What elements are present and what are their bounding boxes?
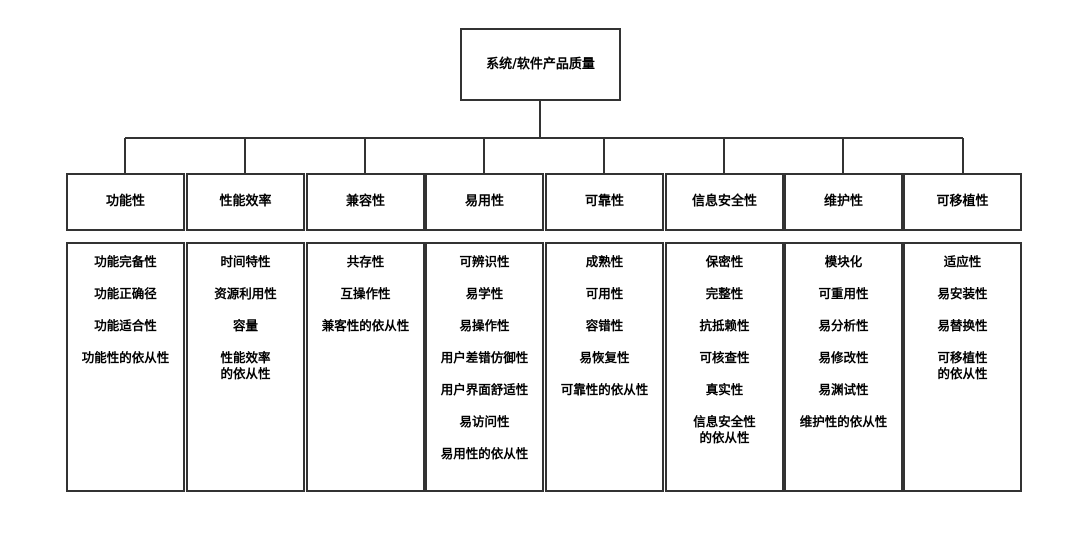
subitem: 功能性的依从性 (81, 350, 170, 365)
subitem: 容错性 (585, 318, 624, 333)
subitem: 保密性 (705, 254, 744, 269)
subitem: 共存性 (346, 254, 385, 269)
subitem: 容量 (232, 318, 258, 333)
category-label: 可靠性 (584, 194, 624, 209)
subitem: 功能完备性 (94, 254, 157, 269)
category-label: 维护性 (823, 194, 863, 209)
subitems-portability: 适应性 易安装性 易替换性 可移植性 的依从性 (903, 242, 1022, 492)
subitem: 互操作性 (340, 286, 391, 301)
category-label: 性能效率 (219, 194, 272, 209)
category-label: 兼容性 (345, 194, 385, 209)
category-reliability: 可靠性 (545, 173, 664, 231)
subitem: 性能效率 的依从性 (220, 350, 271, 381)
subitem: 兼客性的依从性 (321, 318, 410, 333)
category-compatibility: 兼容性 (306, 173, 425, 231)
root-node-label: 系统/软件产品质量 (486, 56, 595, 72)
subitems-maintainability: 模块化 可重用性 易分析性 易修改性 易渊试性 维护性的依从性 (784, 242, 903, 492)
subitem: 易用性的依从性 (440, 446, 529, 461)
root-node-software-product-quality: 系统/软件产品质量 (460, 28, 621, 101)
subitems-security: 保密性 完整性 抗抵赖性 可核查性 真实性 信息安全性 的依从性 (665, 242, 784, 492)
subitem: 易访问性 (459, 414, 510, 429)
subitem: 可用性 (585, 286, 624, 301)
category-performance-efficiency: 性能效率 (186, 173, 305, 231)
subitem: 模块化 (824, 254, 863, 269)
subitem: 易学性 (465, 286, 504, 301)
subitem: 用户界面舒适性 (440, 382, 529, 397)
subitem: 易恢复性 (579, 350, 630, 365)
subitem: 可移植性 的依从性 (937, 350, 988, 381)
category-label: 可移植性 (936, 194, 989, 209)
subitem: 时间特性 (220, 254, 271, 269)
subitem: 易修改性 (818, 350, 869, 365)
subitem: 易操作性 (459, 318, 510, 333)
subitem: 功能正确径 (94, 286, 157, 301)
category-label: 易用性 (464, 194, 504, 209)
category-functionality: 功能性 (66, 173, 185, 231)
subitem: 易渊试性 (818, 382, 869, 397)
subitems-reliability: 成熟性 可用性 容错性 易恢复性 可靠性的依从性 (545, 242, 664, 492)
subitem: 可核查性 (699, 350, 750, 365)
subitem: 可靠性的依从性 (560, 382, 649, 397)
subitem: 易分析性 (818, 318, 869, 333)
category-maintainability: 维护性 (784, 173, 903, 231)
subitem: 完整性 (705, 286, 744, 301)
subitem: 易安装性 (937, 286, 988, 301)
subitems-functionality: 功能完备性 功能正确径 功能适合性 功能性的依从性 (66, 242, 185, 492)
category-security: 信息安全性 (665, 173, 784, 231)
subitems-usability: 可辨识性 易学性 易操作性 用户差错仿御性 用户界面舒适性 易访问性 易用性的依… (425, 242, 544, 492)
category-usability: 易用性 (425, 173, 544, 231)
subitem: 可辨识性 (459, 254, 510, 269)
category-label: 信息安全性 (691, 194, 757, 209)
subitem: 成熟性 (585, 254, 624, 269)
subitem: 维护性的依从性 (799, 414, 888, 429)
subitem: 抗抵赖性 (699, 318, 750, 333)
subitem: 适应性 (943, 254, 982, 269)
subitem: 资源利用性 (214, 286, 277, 301)
subitem: 功能适合性 (94, 318, 157, 333)
subitems-compatibility: 共存性 互操作性 兼客性的依从性 (306, 242, 425, 492)
subitems-performance-efficiency: 时间特性 资源利用性 容量 性能效率 的依从性 (186, 242, 305, 492)
category-portability: 可移植性 (903, 173, 1022, 231)
category-label: 功能性 (105, 194, 145, 209)
subitem: 信息安全性 的依从性 (693, 414, 756, 445)
subitem: 可重用性 (818, 286, 869, 301)
subitem: 用户差错仿御性 (440, 350, 529, 365)
subitem: 易替换性 (937, 318, 988, 333)
subitem: 真实性 (705, 382, 744, 397)
